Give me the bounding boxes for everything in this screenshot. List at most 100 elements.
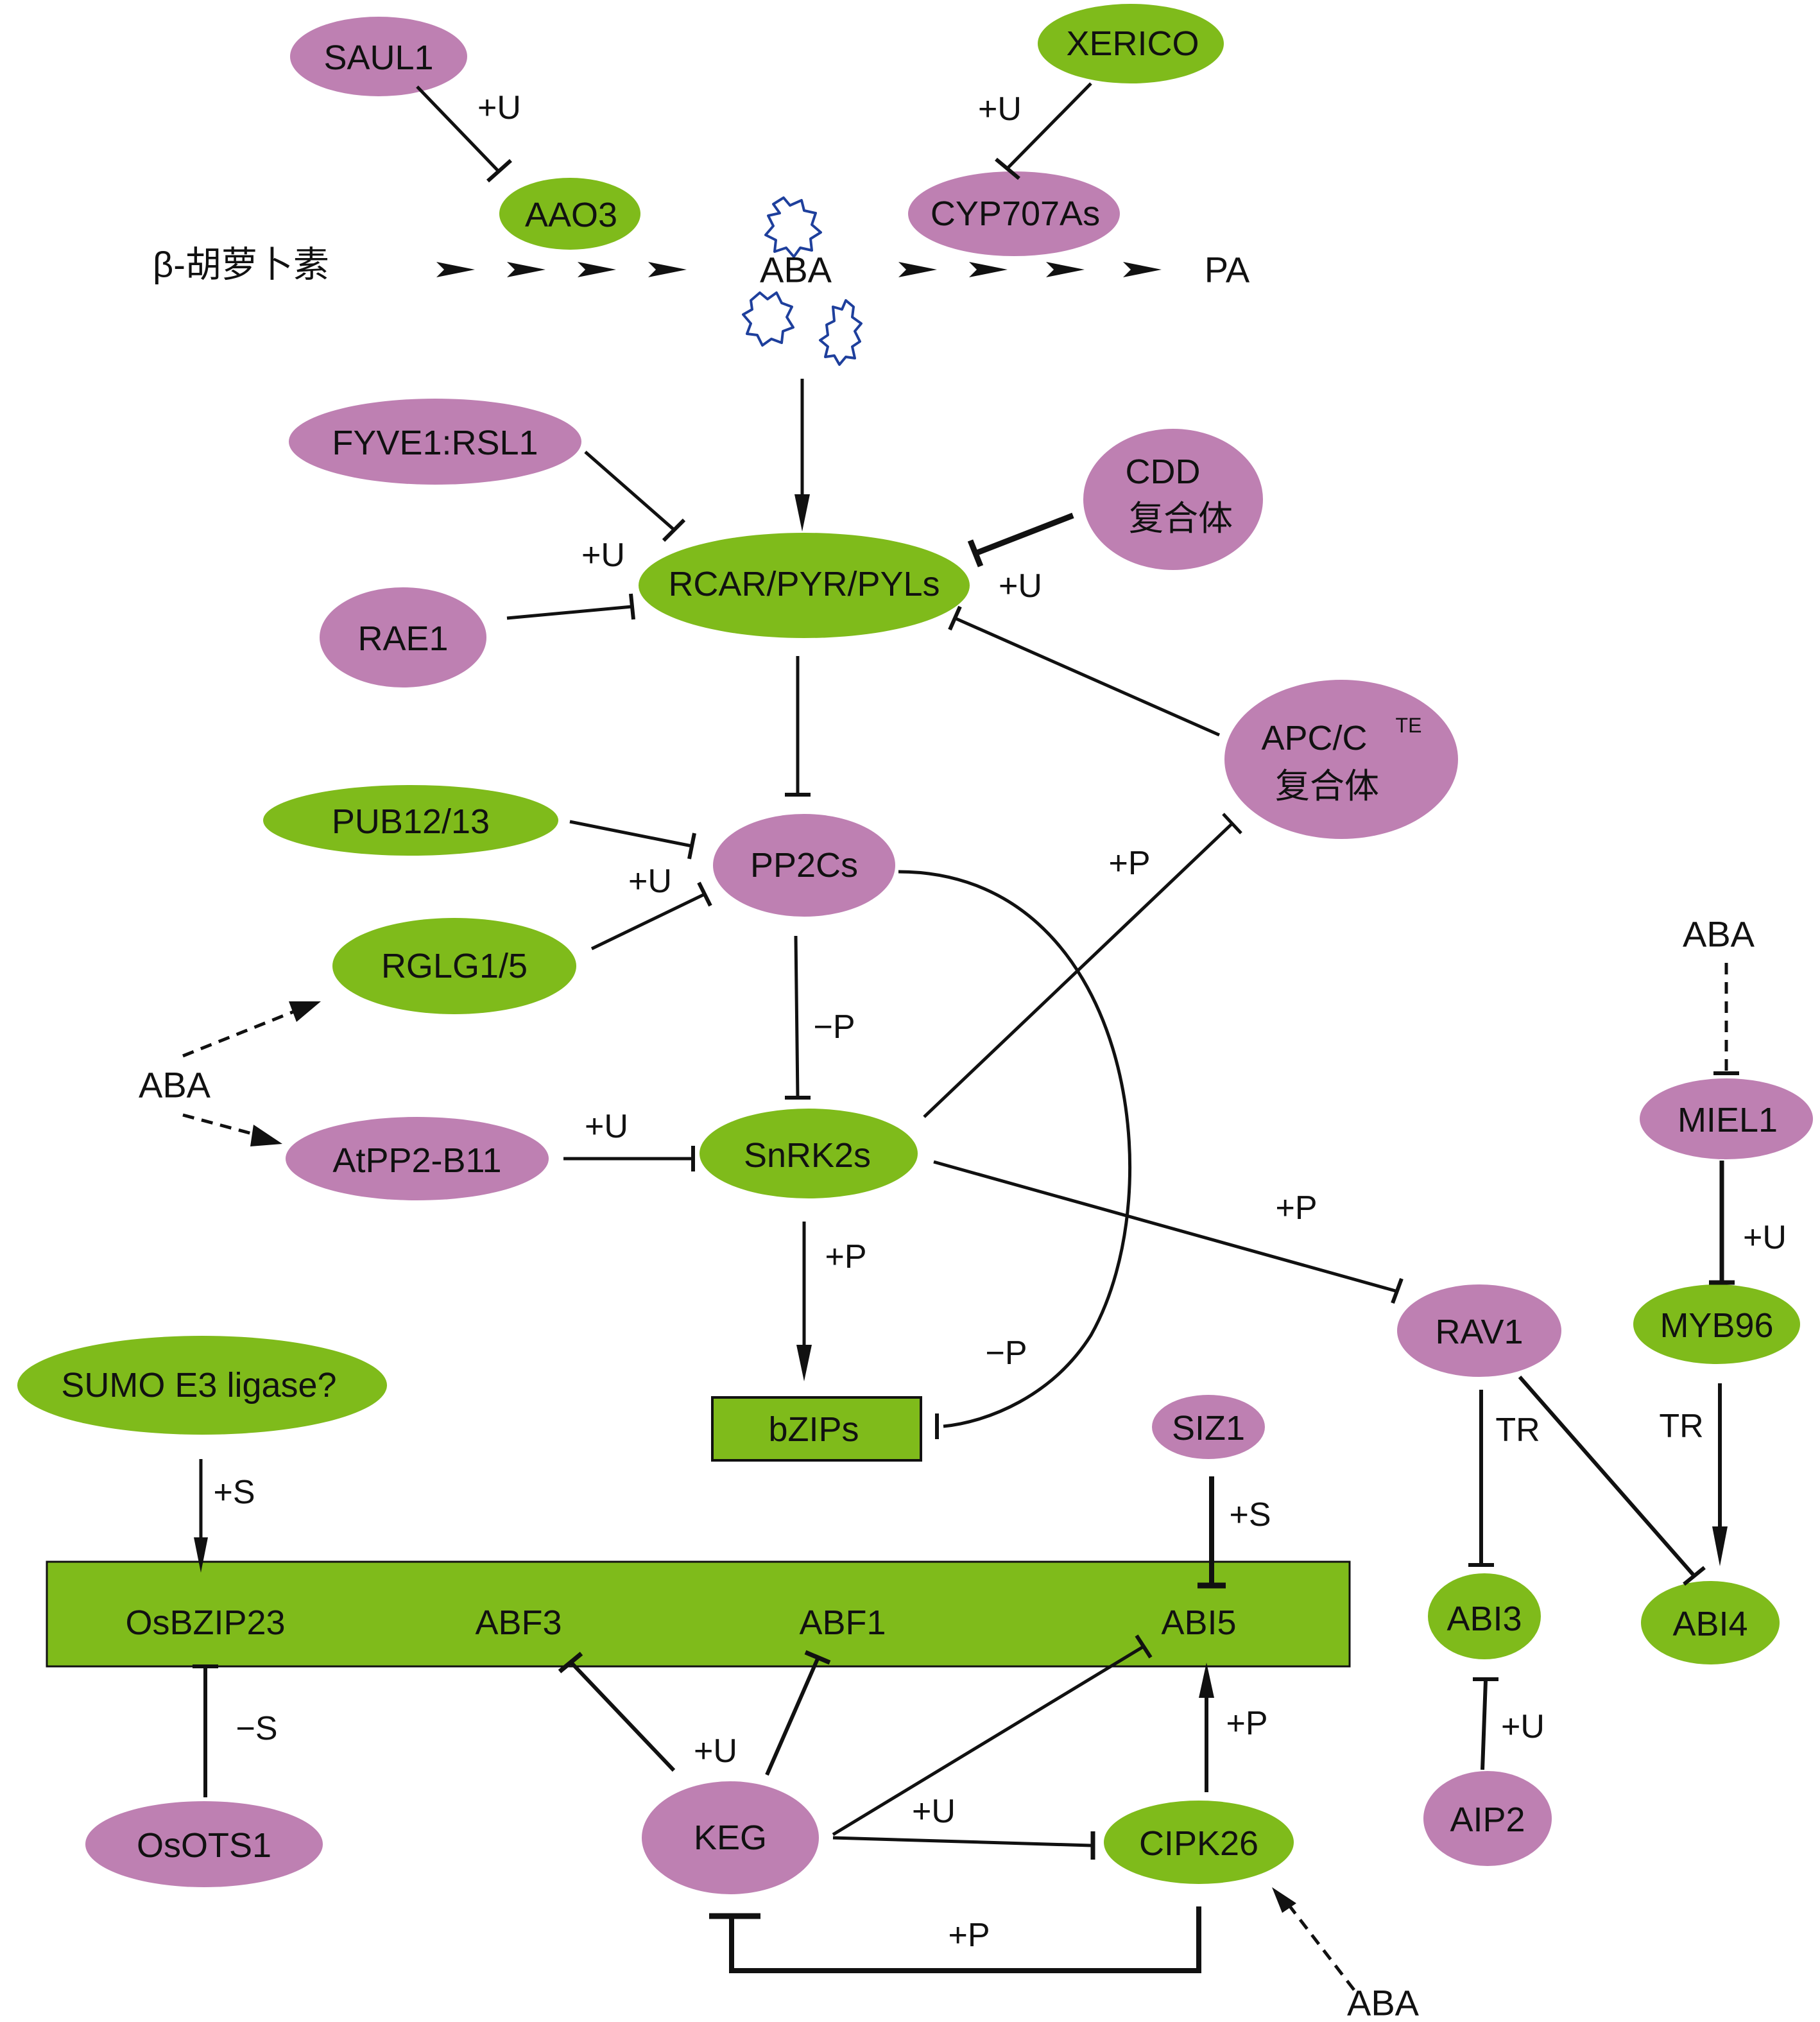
label-saul1: SAUL1 bbox=[323, 39, 433, 77]
inhibit-bar bbox=[1135, 1634, 1153, 1659]
edge-label: TR bbox=[1659, 1408, 1703, 1445]
edge-aba-cipk26 bbox=[1289, 1905, 1355, 1991]
inhibit-bar bbox=[995, 157, 1020, 180]
node-saul1 bbox=[290, 17, 467, 96]
edge-label: +U bbox=[978, 91, 1022, 128]
edge-saul1-aao3 bbox=[416, 85, 501, 173]
node-pp2cs bbox=[713, 814, 895, 917]
edge-label: +U bbox=[999, 567, 1042, 605]
chevron-arrow bbox=[1046, 262, 1085, 277]
edge-label: +U bbox=[912, 1793, 956, 1830]
arrowhead bbox=[796, 1345, 812, 1381]
arrowhead bbox=[794, 494, 810, 531]
label-sumo-e3-ligase: SUMO E3 ligase? bbox=[61, 1366, 336, 1404]
aba-left-label: ABA bbox=[139, 1065, 211, 1105]
node-aip2 bbox=[1423, 1771, 1552, 1866]
node-rae1 bbox=[320, 587, 486, 687]
edge-keg-abi5 bbox=[832, 1645, 1145, 1836]
label-fyve1-rsl1: FYVE1:RSL1 bbox=[332, 424, 538, 462]
arrowhead bbox=[1272, 1887, 1296, 1913]
edge-rglg-pp2cs bbox=[590, 892, 706, 951]
label-aip2: AIP2 bbox=[1450, 1801, 1525, 1839]
edge-label: +U bbox=[581, 537, 625, 574]
label-pub12-13: PUB12/13 bbox=[332, 802, 490, 841]
aba-bottom-label: ABA bbox=[1347, 1983, 1420, 2022]
edge-keg-cipk26 bbox=[832, 1836, 1092, 1847]
label-xerico: XERICO bbox=[1066, 24, 1199, 63]
node-cdd-complex bbox=[1083, 429, 1263, 570]
node-aao3 bbox=[499, 178, 640, 250]
edge-cipk26-keg bbox=[729, 1906, 1201, 1973]
aba-right-label: ABA bbox=[1683, 914, 1755, 955]
edge-pp2cs-snrk bbox=[794, 935, 800, 1098]
arrowhead bbox=[194, 1537, 208, 1573]
label-aao3: AAO3 bbox=[525, 196, 617, 234]
node-atpp2-b11 bbox=[286, 1117, 549, 1200]
label-apc-line2: 复合体 bbox=[1275, 767, 1379, 806]
edge-label: +U bbox=[1501, 1708, 1545, 1745]
label-pp2cs: PP2Cs bbox=[750, 846, 858, 885]
inhibit-bar bbox=[697, 881, 712, 907]
chevron-arrow bbox=[648, 262, 687, 277]
node-rglg1-5 bbox=[332, 918, 576, 1014]
node-rav1 bbox=[1397, 1284, 1561, 1377]
node-apc-c-te-complex bbox=[1224, 680, 1458, 839]
edge-label: +U bbox=[585, 1108, 628, 1145]
edge-keg-abf1 bbox=[765, 1656, 820, 1776]
label-miel1: MIEL1 bbox=[1678, 1101, 1778, 1139]
edge-fyve1-rcar bbox=[584, 451, 675, 531]
inhibit-bar bbox=[687, 833, 696, 860]
arrowhead bbox=[250, 1125, 282, 1146]
edge-aip2-abi3 bbox=[1481, 1680, 1488, 1770]
label-cdd-line1: CDD bbox=[1126, 453, 1201, 491]
label-cipk26: CIPK26 bbox=[1139, 1824, 1258, 1863]
aba-structure-icon bbox=[819, 299, 863, 366]
label-cdd-line2: 复合体 bbox=[1129, 499, 1233, 538]
label-myb96: MYB96 bbox=[1660, 1306, 1773, 1345]
edge-apc-rcar bbox=[954, 616, 1221, 737]
edge-label: +P bbox=[1226, 1705, 1267, 1742]
aba-molecule-icons bbox=[742, 196, 863, 366]
label-bzips: bZIPs bbox=[768, 1410, 859, 1449]
node-miel1 bbox=[1640, 1078, 1813, 1159]
edge-keg-abf3 bbox=[569, 1661, 676, 1772]
edge-label: +S bbox=[1229, 1496, 1271, 1534]
edge-pub-pp2cs bbox=[569, 820, 692, 848]
edge-label: −P bbox=[985, 1335, 1027, 1372]
chevron-arrow bbox=[578, 262, 616, 277]
inhibit-bar bbox=[948, 605, 962, 631]
node-labels: SAUL1 XERICO AAO3 CYP707As FYVE1:RSL1 CD… bbox=[61, 24, 1778, 1865]
inhibit-bar bbox=[662, 518, 686, 542]
node-sumo-e3-ligase bbox=[17, 1336, 387, 1435]
node-bzips-box bbox=[711, 1396, 922, 1462]
label-siz1: SIZ1 bbox=[1172, 1409, 1245, 1447]
node-snrk2s bbox=[700, 1109, 918, 1198]
label-abi5: ABI5 bbox=[1161, 1603, 1236, 1642]
label-cyp707as: CYP707As bbox=[931, 194, 1100, 233]
label-abf1: ABF1 bbox=[799, 1603, 886, 1642]
edge-label: −S bbox=[236, 1710, 277, 1747]
edge-label: +S bbox=[213, 1474, 255, 1511]
transcription-factor-box bbox=[46, 1560, 1351, 1668]
inhibit-bar bbox=[1683, 1566, 1706, 1586]
node-myb96 bbox=[1633, 1284, 1800, 1364]
edge-aba-atpp2 bbox=[182, 1113, 257, 1137]
inhibit-bar bbox=[1391, 1277, 1404, 1304]
edge-label: +U bbox=[694, 1733, 737, 1770]
inhibit-bar bbox=[1222, 813, 1242, 834]
edge-label: +P bbox=[1275, 1189, 1317, 1227]
edge-aba-rglg bbox=[182, 1009, 296, 1058]
label-abi4: ABI4 bbox=[1672, 1605, 1747, 1643]
aba-center-label: ABA bbox=[760, 250, 832, 290]
label-rglg1-5: RGLG1/5 bbox=[381, 947, 528, 985]
inhibit-bar bbox=[967, 539, 984, 567]
edge-label: +P bbox=[825, 1238, 866, 1275]
node-rcar-pyr-pyls bbox=[639, 533, 970, 638]
chevron-arrow bbox=[898, 262, 937, 277]
edge-label: +P bbox=[948, 1917, 990, 1954]
beta-carotene-label: β-胡萝卜素 bbox=[153, 245, 329, 285]
edge-label: +U bbox=[1743, 1219, 1787, 1256]
arrowhead bbox=[1199, 1663, 1214, 1698]
pathway-chevrons bbox=[436, 262, 1162, 277]
